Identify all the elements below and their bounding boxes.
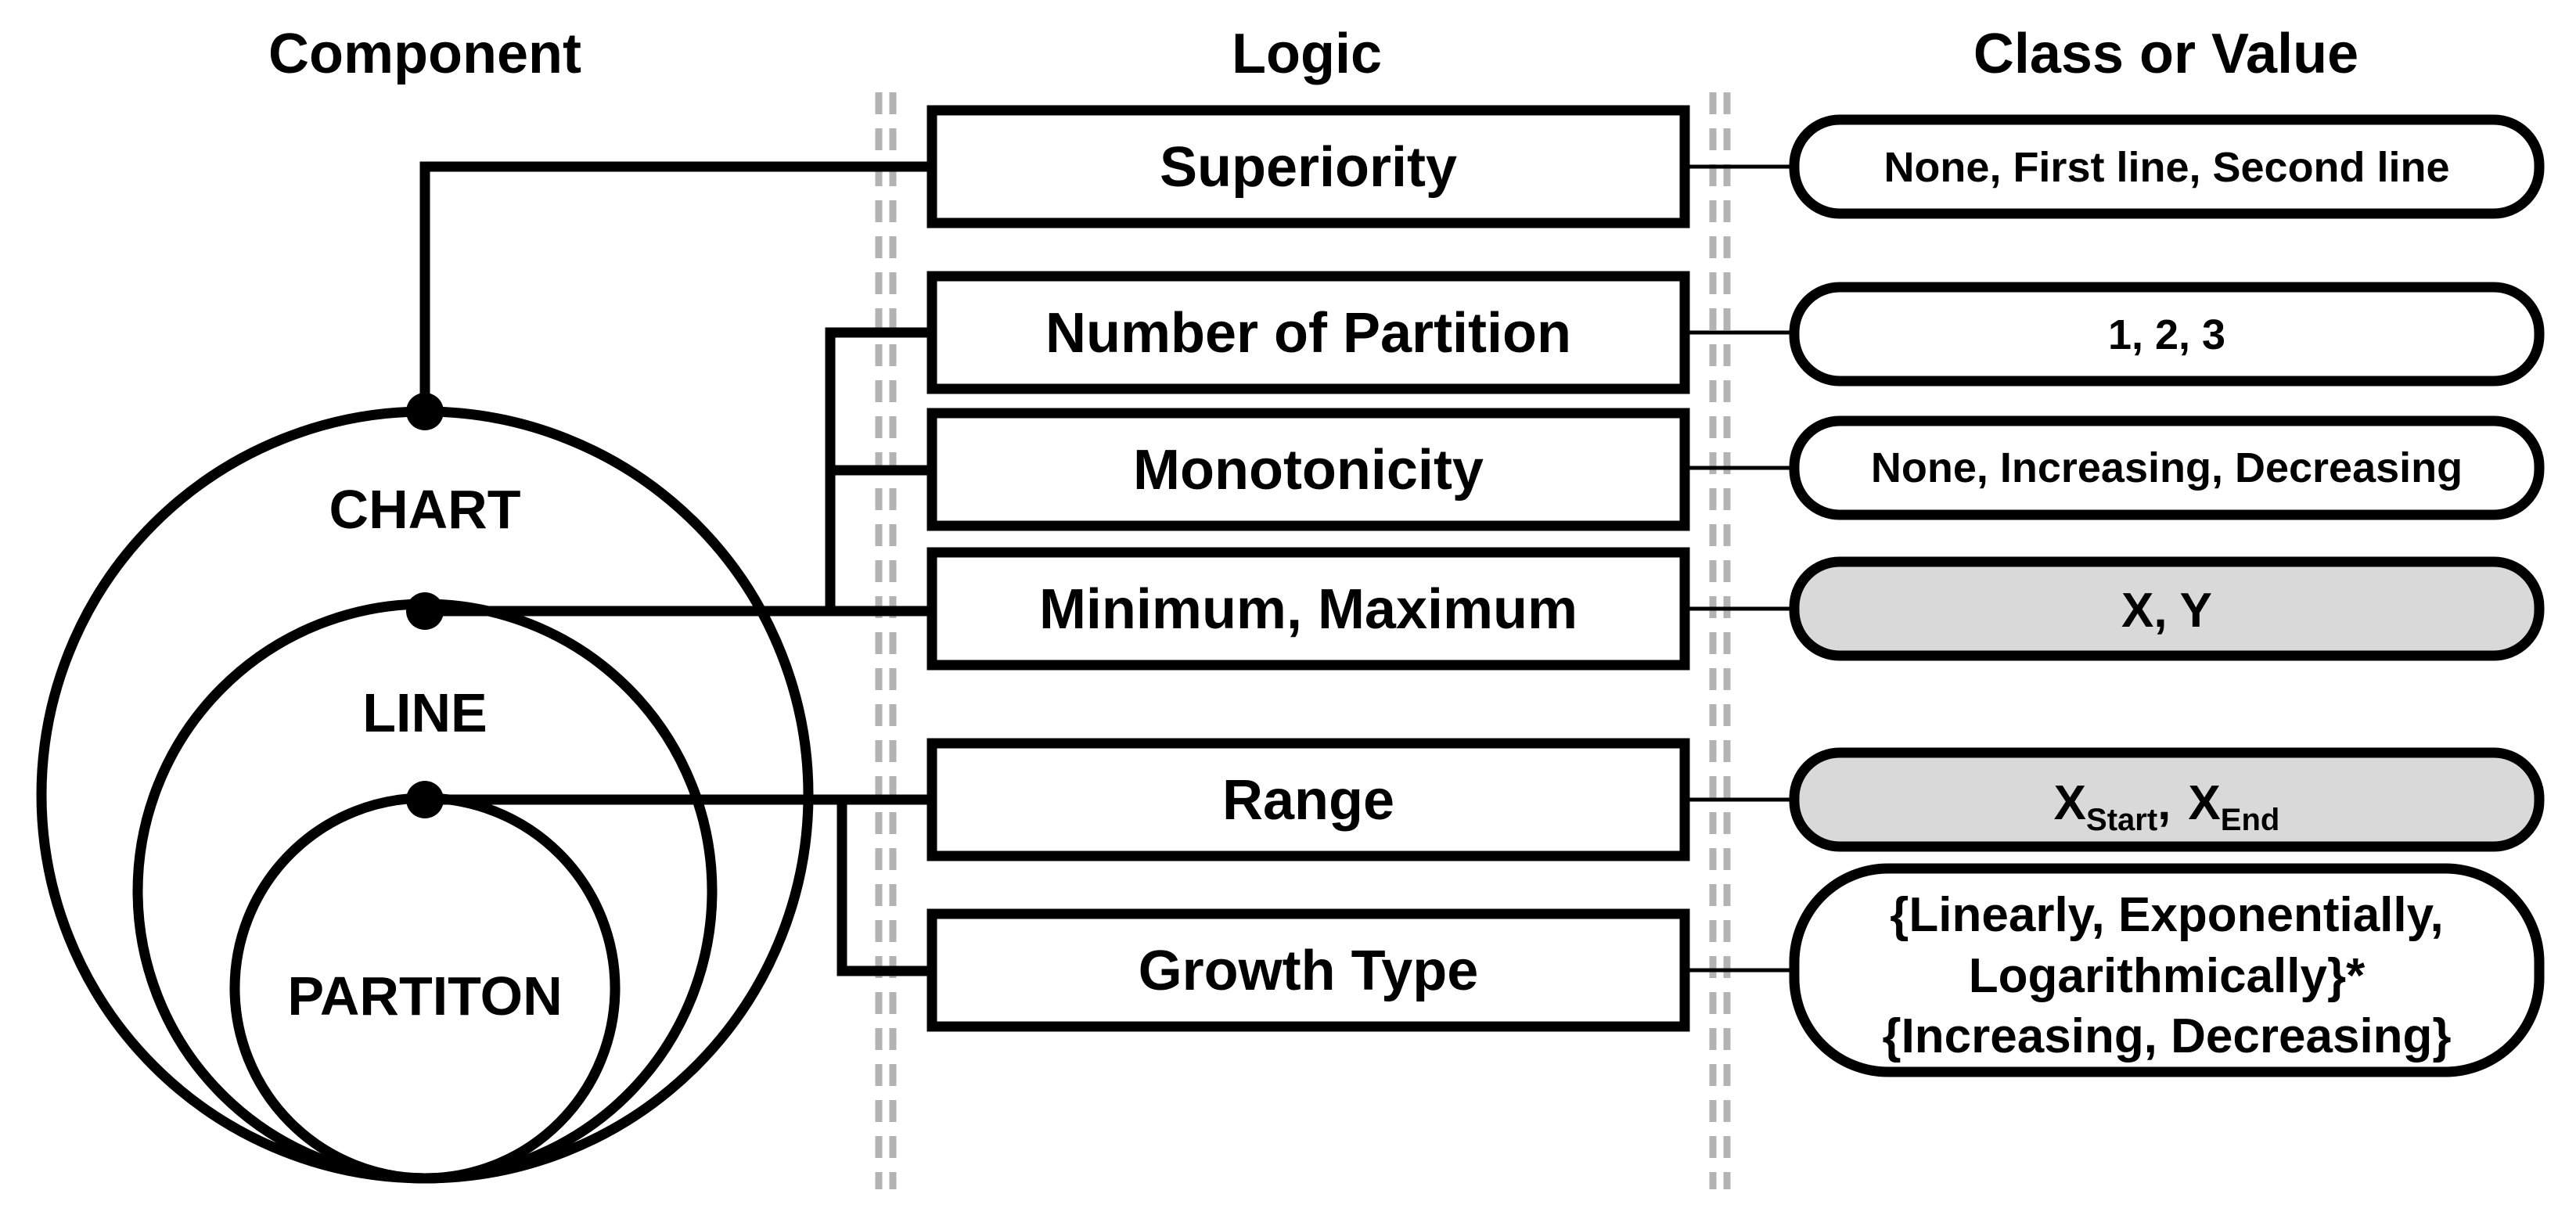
value-pill-minimum-maximum: X, Y xyxy=(1789,556,2545,661)
svg-text:None, First line, Second line: None, First line, Second line xyxy=(1883,144,2449,191)
logic-box-range: Range xyxy=(926,738,1690,861)
svg-text:Number of Partition: Number of Partition xyxy=(1045,302,1571,365)
logic-box-minimum-maximum: Minimum, Maximum xyxy=(926,547,1690,671)
svg-text:Range: Range xyxy=(1222,769,1394,832)
column-divider-left xyxy=(875,92,897,1189)
column-divider-right xyxy=(1709,92,1731,1189)
svg-text:{Linearly, Exponentially,: {Linearly, Exponentially, xyxy=(1890,888,2443,942)
svg-text:{Increasing, Decreasing}: {Increasing, Decreasing} xyxy=(1882,1009,2451,1063)
logic-value-connectors xyxy=(1685,164,1799,973)
partition-connector xyxy=(425,794,935,976)
svg-text:Minimum, Maximum: Minimum, Maximum xyxy=(1039,578,1578,641)
line-connector xyxy=(425,327,935,617)
logic-box-superiority: Superiority xyxy=(926,105,1690,228)
svg-text:Growth Type: Growth Type xyxy=(1139,940,1479,1002)
header-logic: Logic xyxy=(1232,23,1382,85)
value-pill-monotonicity: None, Increasing, Decreasing xyxy=(1789,415,2545,520)
value-pill-growth-type: {Linearly, Exponentially, Logarithmicall… xyxy=(1789,863,2545,1077)
range-x-end-letter: X xyxy=(2188,776,2220,830)
svg-text:X, Y: X, Y xyxy=(2121,584,2212,638)
chart-label: CHART xyxy=(329,479,521,540)
header-component: Component xyxy=(268,23,581,85)
logic-box-monotonicity: Monotonicity xyxy=(926,408,1690,531)
logic-box-number-of-partition: Number of Partition xyxy=(926,271,1690,394)
svg-text:None, Increasing, Decreasing: None, Increasing, Decreasing xyxy=(1871,444,2463,491)
chart-connector xyxy=(419,161,935,412)
value-pill-superiority: None, First line, Second line xyxy=(1789,114,2545,219)
partition-label: PARTITON xyxy=(287,965,562,1027)
line-anchor-dot xyxy=(406,592,444,630)
line-label: LINE xyxy=(362,682,487,743)
header-class-or-value: Class or Value xyxy=(1973,23,2358,85)
range-x-start-letter: X xyxy=(2054,776,2086,830)
range-separator: , xyxy=(2157,776,2171,830)
range-x-start-subscript: Start xyxy=(2086,803,2157,837)
logic-box-growth-type: Growth Type xyxy=(926,908,1690,1032)
range-x-end-subscript: End xyxy=(2221,803,2280,837)
value-pill-range: XStart,XEnd xyxy=(1789,747,2545,852)
chart-anchor-dot xyxy=(406,393,444,430)
svg-text:Monotonicity: Monotonicity xyxy=(1133,439,1484,502)
svg-text:Superiority: Superiority xyxy=(1160,136,1457,199)
svg-text:XStart,XEnd: XStart,XEnd xyxy=(2054,776,2280,837)
value-pill-number-of-partition: 1, 2, 3 xyxy=(1789,282,2545,387)
partition-anchor-dot xyxy=(406,781,444,818)
svg-text:Logarithmically}*: Logarithmically}* xyxy=(1969,949,2366,1003)
svg-text:1, 2, 3: 1, 2, 3 xyxy=(2108,311,2225,358)
